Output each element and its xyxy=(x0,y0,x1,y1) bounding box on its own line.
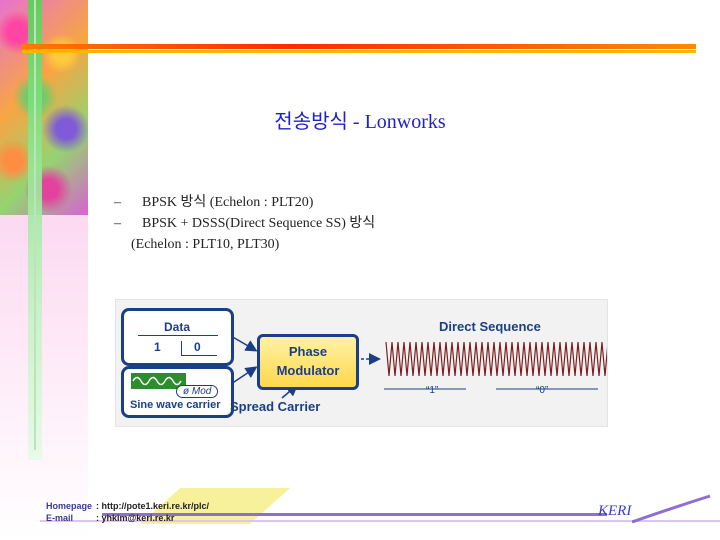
sine-carrier-label: Sine wave carrier xyxy=(130,399,221,411)
slide-title: 전송방식 - Lonworks xyxy=(90,105,630,134)
email-row: E-mail: yhkim@keri.re.kr xyxy=(46,512,209,524)
phase-mod-label: ø Mod xyxy=(176,385,219,398)
homepage-link[interactable]: http://pote1.keri.re.kr/plc/ xyxy=(101,501,210,511)
email-colon: : xyxy=(96,513,99,523)
email-key: E-mail xyxy=(46,513,74,523)
footer-rule-light xyxy=(40,520,720,522)
bit-zero-label: 0 xyxy=(194,340,201,354)
homepage-colon: : xyxy=(96,501,99,511)
bit-one-label: 1 xyxy=(154,340,161,354)
decor-line xyxy=(34,0,36,450)
sequence-one-label: “1” xyxy=(426,385,439,396)
carrier-box: ø Mod Sine wave carrier xyxy=(121,366,234,418)
keri-logo: KERI xyxy=(598,503,632,519)
data-box: Data 1 0 xyxy=(121,308,234,366)
spread-carrier-label: Spread Carrier xyxy=(230,399,321,414)
sine-wave-icon xyxy=(131,373,186,389)
modulation-diagram: Data 1 0 ø Mod Sine wave carrier Phase M… xyxy=(115,299,608,427)
data-label: Data xyxy=(164,320,191,334)
email-link[interactable]: yhkim@keri.re.kr xyxy=(101,513,175,523)
direct-sequence-label: Direct Sequence xyxy=(439,319,541,334)
bullet-text: BPSK 방식 (Echelon : PLT20) xyxy=(142,195,314,210)
bullet-dash: – xyxy=(114,216,121,231)
direct-sequence-waveform xyxy=(385,341,607,377)
homepage-key: Homepage xyxy=(46,501,93,511)
title-separator: - xyxy=(347,111,365,133)
data-signal-line xyxy=(138,335,218,336)
bit-step-shape xyxy=(181,341,217,356)
phase-label: Phase xyxy=(288,344,328,359)
bullet-item: – BPSK 방식 (Echelon : PLT20) xyxy=(114,192,375,213)
bullet-text: BPSK + DSSS(Direct Sequence SS) 방식 xyxy=(142,216,376,231)
homepage-row: Homepage: http://pote1.keri.re.kr/plc/ xyxy=(46,500,209,512)
bullet-continuation: (Echelon : PLT10, PLT30) xyxy=(131,237,280,252)
modulator-label: Modulator xyxy=(276,363,340,378)
header-rule xyxy=(22,44,696,49)
title-english: Lonworks xyxy=(364,111,446,133)
decorative-artwork xyxy=(0,0,88,215)
bullet-item: – BPSK + DSSS(Direct Sequence SS) 방식 xyxy=(114,213,375,234)
footer-rule xyxy=(102,513,607,516)
data-arrow xyxy=(230,335,258,352)
sequence-zero-label: “0” xyxy=(536,385,549,396)
carrier-arrow xyxy=(230,366,258,385)
diagram-connectors xyxy=(230,335,607,399)
footer-contact: Homepage: http://pote1.keri.re.kr/plc/ E… xyxy=(46,500,209,524)
header-rule-secondary xyxy=(22,50,696,53)
title-korean: 전송방식 xyxy=(274,111,348,133)
bullet-dash: – xyxy=(114,195,121,210)
phase-modulator-box: Phase Modulator xyxy=(257,334,359,390)
bullet-list: – BPSK 방식 (Echelon : PLT20) – BPSK + DSSS(… xyxy=(114,192,375,255)
logo-swoosh-icon xyxy=(632,494,711,524)
